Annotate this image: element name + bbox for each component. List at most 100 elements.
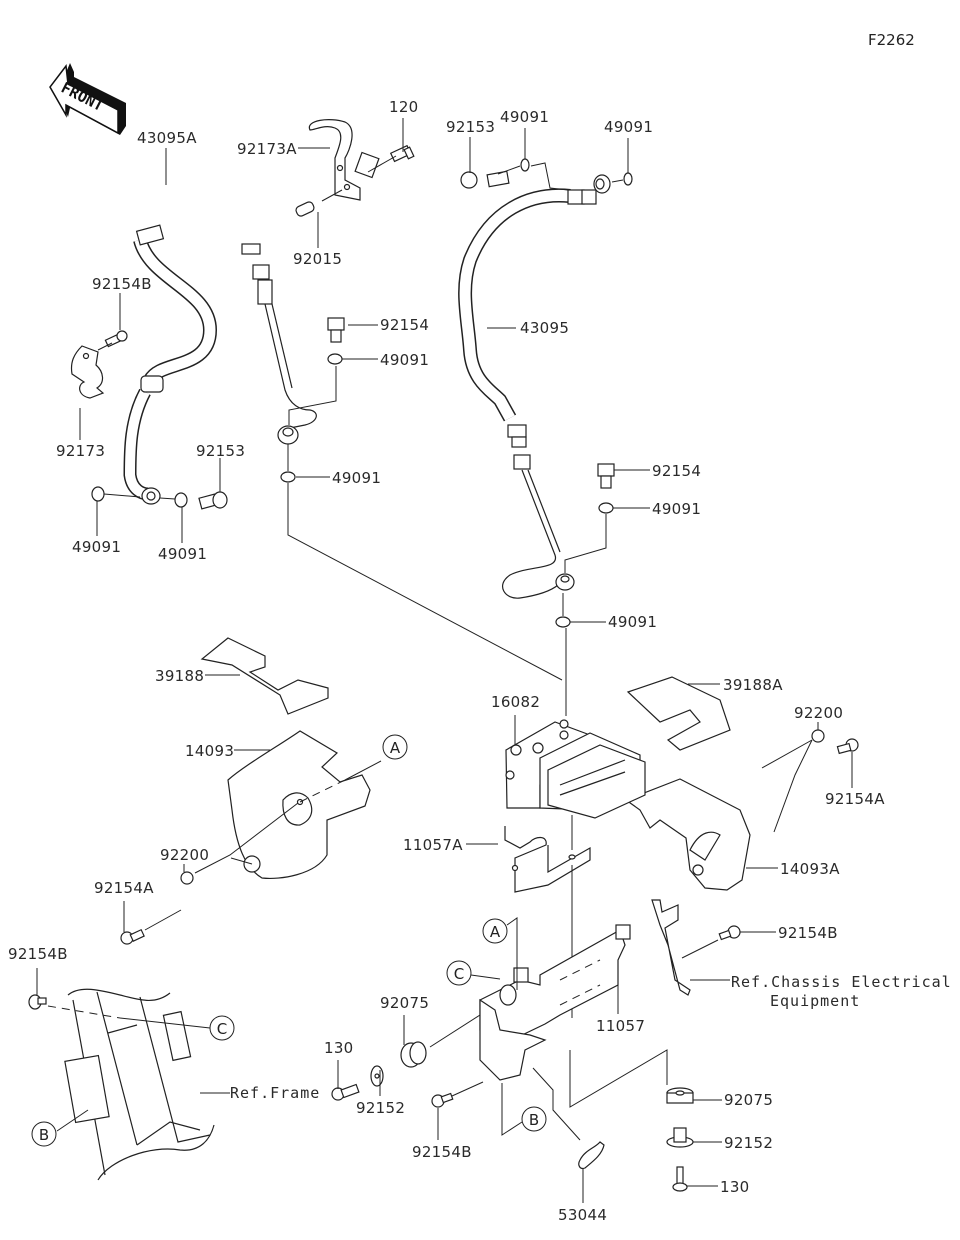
callout-b-right: B bbox=[521, 1106, 547, 1132]
svg-text:B: B bbox=[529, 1111, 539, 1129]
part-label[interactable]: 92173A bbox=[237, 140, 297, 158]
part-label[interactable]: 92153 bbox=[196, 442, 245, 460]
callout-c-upper: C bbox=[446, 960, 472, 986]
banjo-bolt-92153-left[interactable] bbox=[198, 491, 228, 510]
part-label[interactable]: 14093A bbox=[780, 860, 840, 878]
banjo-bolt-92154-lower[interactable] bbox=[597, 463, 615, 489]
part-label[interactable]: 92154B bbox=[92, 275, 152, 293]
screw-92154b-right[interactable] bbox=[718, 925, 741, 941]
part-label[interactable]: 11057A bbox=[403, 836, 463, 854]
screw-92154b-frame[interactable] bbox=[28, 994, 47, 1010]
washer-49091[interactable] bbox=[174, 492, 188, 508]
part-label[interactable]: 130 bbox=[324, 1039, 354, 1057]
washer-92200-right[interactable] bbox=[811, 729, 825, 743]
part-label[interactable]: 49091 bbox=[72, 538, 121, 556]
part-label[interactable]: 92200 bbox=[794, 704, 843, 722]
washer-49091[interactable] bbox=[520, 158, 530, 172]
svg-text:C: C bbox=[217, 1020, 227, 1038]
damper-92075-left[interactable] bbox=[400, 1041, 427, 1068]
callout-a-lower: A bbox=[482, 918, 508, 944]
part-label[interactable]: 43095A bbox=[137, 129, 197, 147]
brake-hose-43095a[interactable] bbox=[123, 176, 317, 505]
brake-hose-43095[interactable] bbox=[458, 174, 611, 599]
part-label[interactable]: 130 bbox=[720, 1178, 750, 1196]
part-label[interactable]: 43095 bbox=[520, 319, 569, 337]
washer-49091[interactable] bbox=[555, 616, 571, 628]
part-label[interactable]: 92173 bbox=[56, 442, 105, 460]
part-label[interactable]: 92154 bbox=[652, 462, 701, 480]
part-label[interactable]: 92152 bbox=[724, 1134, 773, 1152]
collar-92152-right[interactable] bbox=[666, 1127, 694, 1148]
washer-49091[interactable] bbox=[91, 486, 105, 502]
ref-chassis-label-line2: Equipment bbox=[770, 992, 860, 1010]
bolt-130-left[interactable] bbox=[331, 1083, 360, 1101]
screw-92154a-right[interactable] bbox=[836, 738, 859, 755]
leader-lines bbox=[36, 118, 853, 1203]
washer-49091[interactable] bbox=[623, 172, 633, 186]
part-label[interactable]: 92154B bbox=[778, 924, 838, 942]
grommet-53044[interactable] bbox=[578, 1141, 605, 1170]
svg-text:A: A bbox=[390, 739, 401, 757]
part-label[interactable]: 92154A bbox=[825, 790, 885, 808]
part-label[interactable]: 92015 bbox=[293, 250, 342, 268]
svg-text:B: B bbox=[39, 1126, 49, 1144]
part-label[interactable]: 92153 bbox=[446, 118, 495, 136]
cover-14093A[interactable] bbox=[624, 778, 751, 891]
washer-49091[interactable] bbox=[598, 502, 614, 514]
part-label[interactable]: 92154B bbox=[412, 1143, 472, 1161]
figure-code: F2262 bbox=[868, 31, 915, 49]
insulator-39188[interactable] bbox=[200, 637, 329, 715]
part-label[interactable]: 49091 bbox=[652, 500, 701, 518]
damper-92075-right[interactable] bbox=[666, 1087, 694, 1104]
part-label[interactable]: 39188A bbox=[723, 676, 783, 694]
part-label[interactable]: 92075 bbox=[380, 994, 429, 1012]
part-label[interactable]: 49091 bbox=[158, 545, 207, 563]
collar-92152-left[interactable] bbox=[370, 1065, 384, 1087]
bracket-11057[interactable] bbox=[479, 899, 691, 1081]
part-label[interactable]: 92152 bbox=[356, 1099, 405, 1117]
bolt-120[interactable] bbox=[389, 144, 415, 163]
callout-b-left: B bbox=[31, 1121, 57, 1147]
part-label[interactable]: 53044 bbox=[558, 1206, 607, 1224]
part-label[interactable]: 92154A bbox=[94, 879, 154, 897]
cover-14093[interactable] bbox=[227, 730, 371, 879]
part-label[interactable]: 14093 bbox=[185, 742, 234, 760]
part-label[interactable]: 49091 bbox=[332, 469, 381, 487]
part-label[interactable]: 16082 bbox=[491, 693, 540, 711]
insulator-39188A[interactable] bbox=[626, 676, 731, 751]
bracket-92173a[interactable] bbox=[308, 119, 380, 201]
part-label[interactable]: 11057 bbox=[596, 1017, 645, 1035]
part-label[interactable]: 92154 bbox=[380, 316, 429, 334]
banjo-bolt-92153-right[interactable] bbox=[460, 170, 510, 189]
bolt-92154b-upper[interactable] bbox=[104, 330, 128, 348]
front-arrow-icon: FRONT bbox=[49, 63, 126, 135]
part-label[interactable]: 120 bbox=[389, 98, 419, 116]
collar-92015[interactable] bbox=[295, 201, 316, 218]
washer-49091[interactable] bbox=[327, 353, 343, 365]
bolt-130-right[interactable] bbox=[672, 1166, 688, 1192]
clamp-92173[interactable] bbox=[70, 345, 105, 399]
ref-frame-label: Ref.Frame bbox=[230, 1084, 320, 1102]
part-label[interactable]: 49091 bbox=[608, 613, 657, 631]
svg-text:C: C bbox=[454, 965, 464, 983]
bracket-11057a[interactable] bbox=[504, 826, 591, 893]
callout-c-lower: C bbox=[209, 1015, 235, 1041]
part-label[interactable]: 49091 bbox=[380, 351, 429, 369]
svg-text:A: A bbox=[490, 923, 501, 941]
part-label[interactable]: 92075 bbox=[724, 1091, 773, 1109]
frame-reference bbox=[64, 988, 215, 1181]
washer-49091[interactable] bbox=[280, 471, 296, 483]
washer-92200-left[interactable] bbox=[180, 871, 194, 885]
screw-92154a-left[interactable] bbox=[120, 928, 145, 945]
banjo-bolt-92154-upper[interactable] bbox=[327, 317, 345, 343]
part-label[interactable]: 49091 bbox=[604, 118, 653, 136]
part-label[interactable]: 92200 bbox=[160, 846, 209, 864]
callout-a-upper: A bbox=[382, 734, 408, 760]
abs-unit-16082[interactable] bbox=[505, 719, 646, 819]
part-label[interactable]: 49091 bbox=[500, 108, 549, 126]
screw-92154b-lower[interactable] bbox=[431, 1092, 454, 1108]
ref-chassis-label-line1: Ref.Chassis Electrical bbox=[731, 973, 952, 991]
part-label[interactable]: 39188 bbox=[155, 667, 204, 685]
part-label[interactable]: 92154B bbox=[8, 945, 68, 963]
